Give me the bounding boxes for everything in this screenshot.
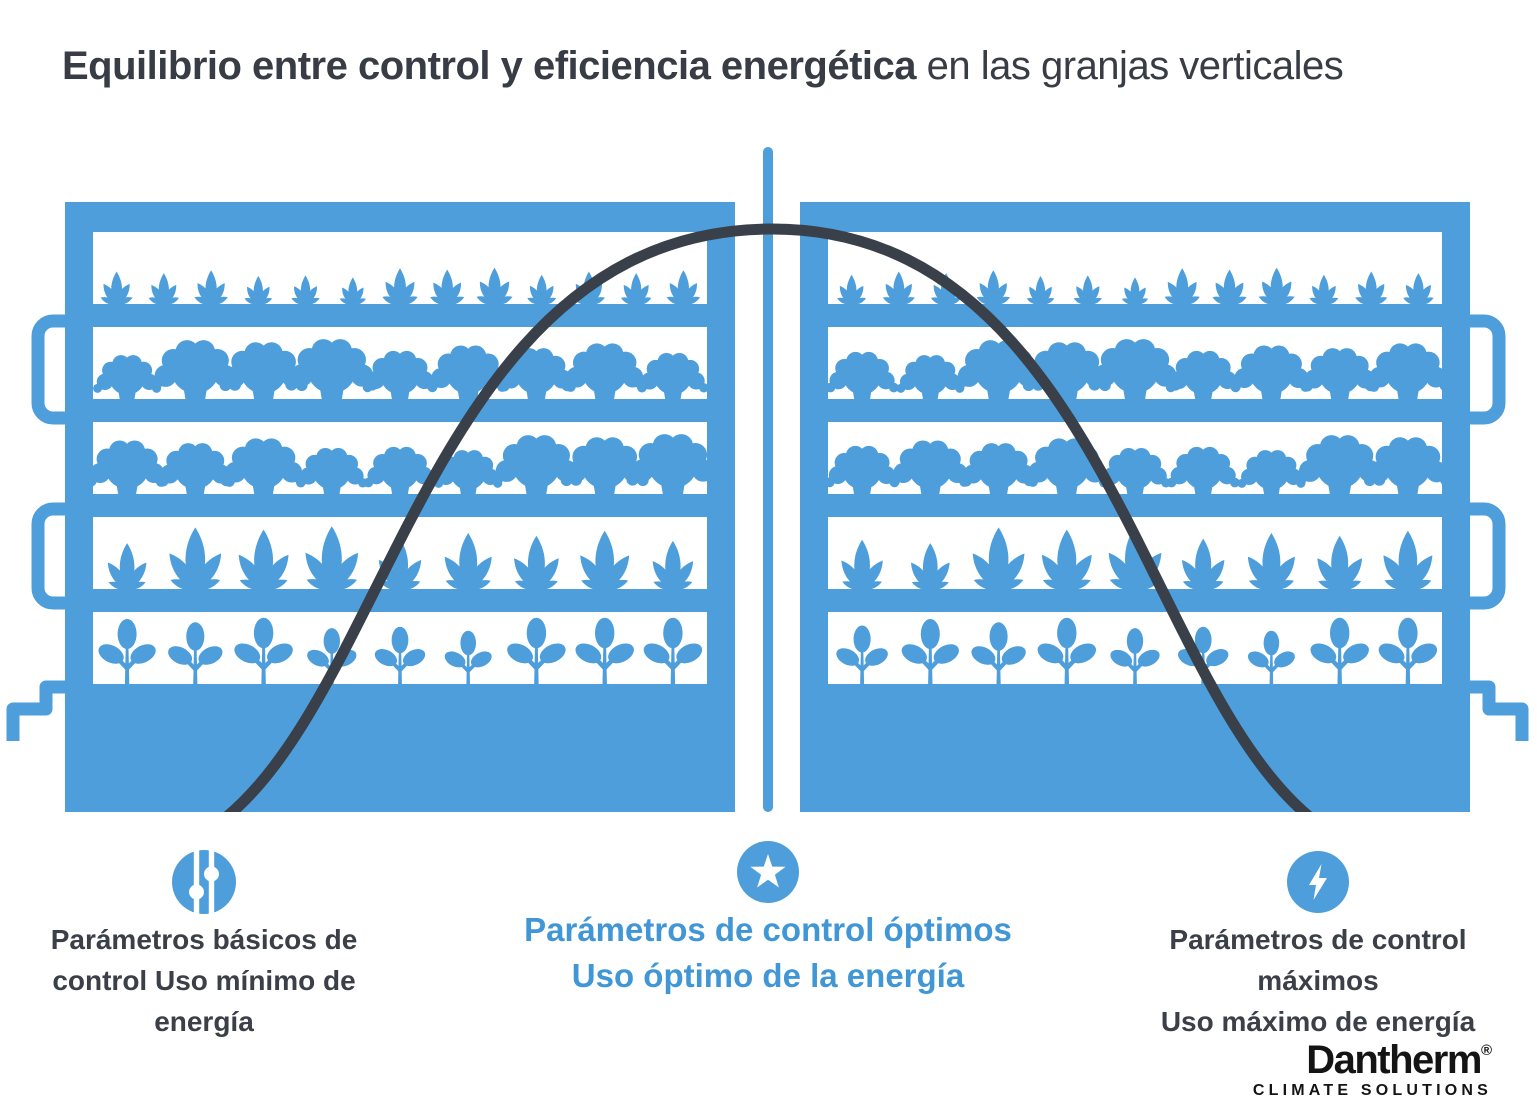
lightning-icon xyxy=(1287,851,1349,913)
bell-curve xyxy=(223,223,1313,812)
caption-basic-line3: energía xyxy=(154,1006,254,1037)
right-rack-pipe-elbow xyxy=(1465,680,1529,741)
page-title: Equilibrio entre control y eficiencia en… xyxy=(62,44,1512,89)
caption-optimal-line2: Uso óptimo de la energía xyxy=(571,957,965,994)
caption-max-line2: Uso máximo de energía xyxy=(1160,1006,1476,1037)
logo-name-text: Dantherm xyxy=(1306,1038,1482,1082)
page-title-bold: Equilibrio entre control y eficiencia en… xyxy=(62,44,917,88)
registered-mark: ® xyxy=(1480,1042,1492,1059)
logo-wordmark: Dantherm® xyxy=(1253,1040,1492,1080)
caption-max-parameters: Parámetros de control máximos Uso máximo… xyxy=(1106,919,1530,1042)
caption-basic-line2: control Uso mínimo de xyxy=(52,965,356,996)
sliders-icon xyxy=(172,844,236,920)
dantherm-logo: Dantherm® CLIMATE SOLUTIONS xyxy=(1253,1040,1492,1100)
caption-basic-parameters: Parámetros básicos de control Uso mínimo… xyxy=(28,919,380,1042)
caption-optimal-line1: Parámetros de control óptimos xyxy=(524,911,1012,948)
caption-max-line1: Parámetros de control máximos xyxy=(1169,924,1467,996)
star-icon xyxy=(737,841,799,903)
logo-tagline: CLIMATE SOLUTIONS xyxy=(1252,1082,1492,1099)
left-rack-pipe-elbow xyxy=(6,680,70,741)
caption-optimal-parameters: Parámetros de control óptimos Uso óptimo… xyxy=(468,907,1068,999)
caption-basic-line1: Parámetros básicos de xyxy=(50,924,358,955)
page-title-light: en las granjas verticales xyxy=(916,44,1344,88)
